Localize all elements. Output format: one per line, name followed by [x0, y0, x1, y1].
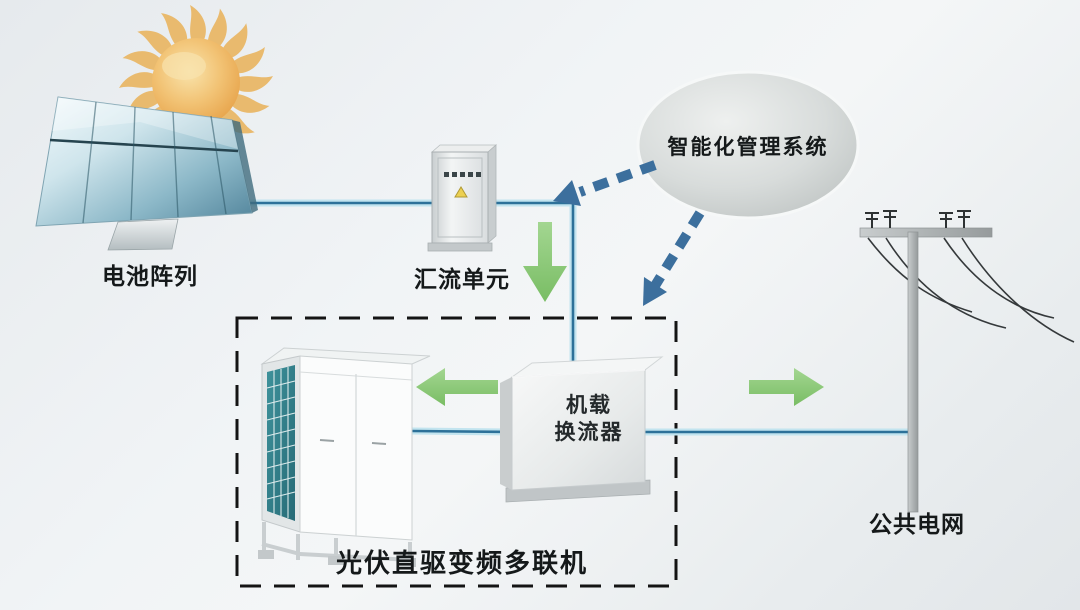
- green-left-arrow-icon: [416, 368, 498, 406]
- combiner-cabinet-icon: [427, 144, 498, 252]
- power-pole-icon: [859, 210, 1075, 513]
- converter-label: 机载 换流器: [555, 392, 624, 446]
- energy-line-panel-to-converter: [250, 199, 577, 368]
- converter-box-icon: [500, 356, 664, 503]
- solar-panel-icon: [35, 96, 258, 251]
- public-grid-label: 公共电网: [869, 511, 965, 537]
- dashed-control-arrow-to-line: [553, 160, 657, 206]
- converter-label-line2: 换流器: [554, 421, 624, 444]
- management-system-label: 智能化管理系统: [667, 136, 829, 159]
- pv-system-boundary-box: [235, 316, 678, 588]
- energy-line-converter-to-unit: [411, 427, 513, 436]
- dashed-control-arrow-to-converter: [643, 210, 705, 306]
- sun-icon: [119, 5, 273, 159]
- battery-array-label: 电池阵列: [102, 263, 198, 289]
- combiner-unit-label: 汇流单元: [414, 266, 510, 292]
- green-down-arrow-icon: [523, 222, 567, 302]
- green-right-arrow-icon: [749, 368, 824, 406]
- management-system-bubble: [636, 70, 860, 220]
- outdoor-unit-icon: [258, 347, 431, 567]
- pv-system-label: 光伏直驱变频多联机: [335, 548, 589, 578]
- converter-label-line1: 机载: [566, 394, 612, 417]
